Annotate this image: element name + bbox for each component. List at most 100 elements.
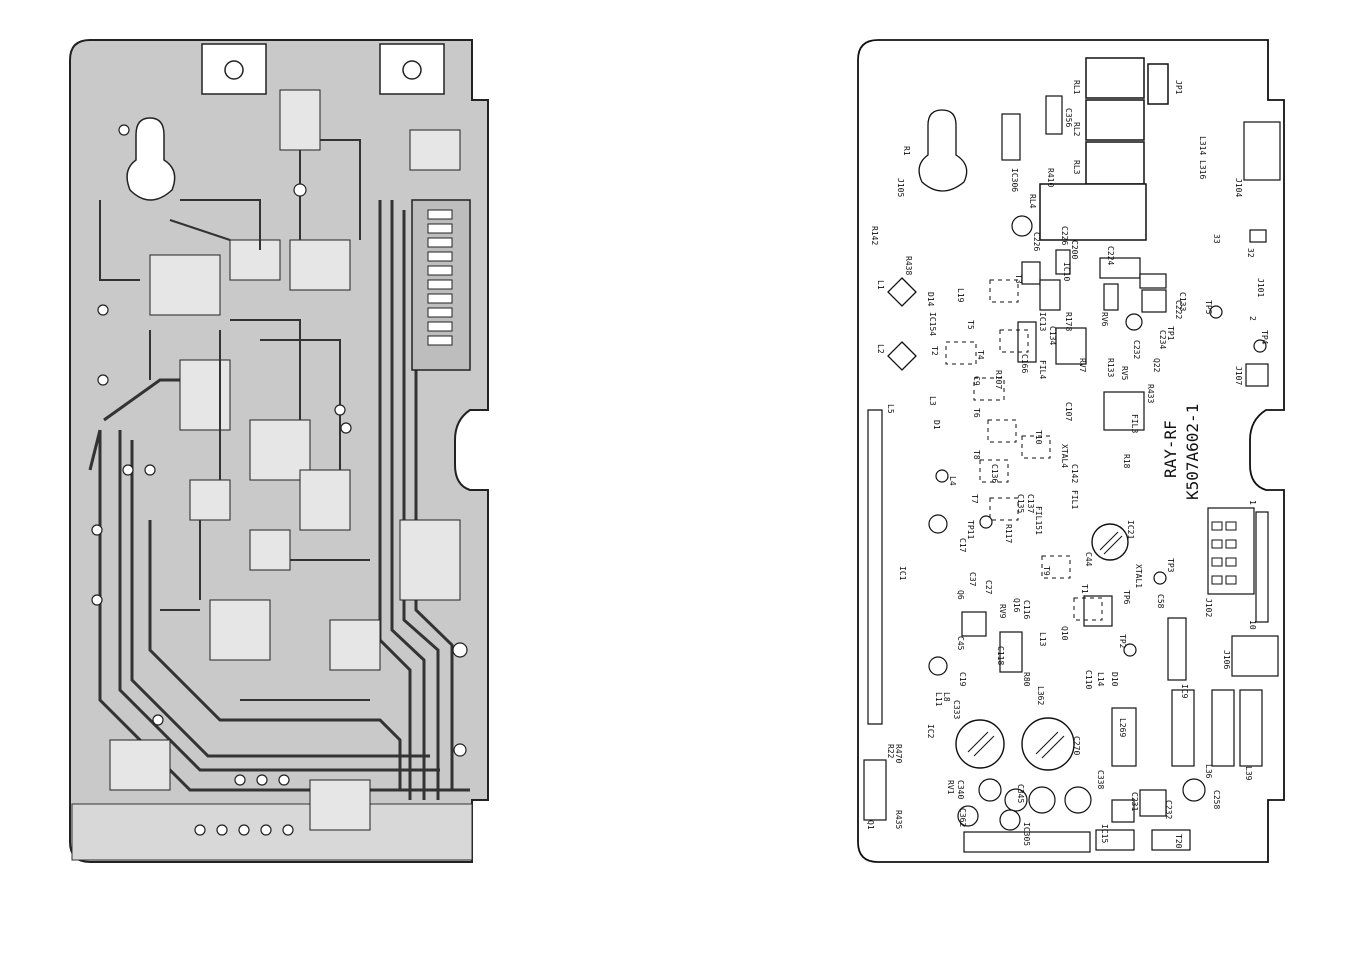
label-ic15: IC15: [1100, 824, 1109, 843]
label-ic1: IC1: [898, 566, 907, 581]
label-c19: C19: [958, 672, 967, 687]
label-r18: R18: [1122, 454, 1131, 469]
bottom-connector: [963, 831, 1091, 853]
label-c116: C116: [1022, 600, 1031, 619]
component-outlines: [863, 95, 1281, 851]
label-tp4: TP4: [1260, 330, 1269, 345]
label-xtal1: XTAL1: [1134, 564, 1143, 588]
label-ic2: IC2: [926, 724, 935, 739]
label-tp1: TP1: [1166, 326, 1175, 341]
label-r178: R178: [1064, 312, 1073, 331]
label-c345: C345: [1016, 784, 1025, 803]
board-title: RAY-RF: [1161, 420, 1180, 478]
label-c231: C231: [1130, 792, 1139, 811]
diamond-inductors: [887, 277, 917, 371]
label-rl4: RL4: [1028, 194, 1037, 209]
cap-hatch: [967, 531, 1123, 759]
label-c137: C137: [1026, 494, 1035, 513]
label-t9: T9: [1042, 566, 1051, 576]
label-c333: C333: [952, 700, 961, 719]
label-tp2: TP2: [1118, 634, 1127, 649]
label-c135: C135: [1016, 494, 1025, 513]
label-l14: L14: [1096, 672, 1105, 687]
label-t3: T3: [1014, 274, 1023, 284]
label-tp11: TP11: [966, 520, 975, 539]
label-xtal4: XTAL4: [1060, 444, 1069, 468]
label-r410: R410: [1046, 168, 1055, 187]
label-ic305: IC305: [1022, 822, 1031, 846]
label-c222: C222: [1174, 300, 1183, 319]
label-ic154: IC154: [928, 312, 937, 336]
label-j106: J106: [1222, 650, 1231, 669]
label-r133: R133: [1106, 358, 1115, 377]
label-l5: L5: [886, 404, 895, 414]
label-j105: J105: [896, 178, 905, 197]
label-c362: C362: [958, 808, 967, 827]
label-r1: R1: [902, 146, 911, 156]
ic-pad-areas: [109, 89, 461, 831]
label-ic10: IC10: [1062, 262, 1071, 281]
label-ic306: IC306: [1010, 168, 1019, 192]
label-q1: Q1: [866, 820, 875, 830]
label-c17: C17: [958, 538, 967, 553]
label-32: 32: [1246, 248, 1255, 258]
label-tp3: TP3: [1166, 558, 1175, 573]
silk-keyhole: [918, 109, 968, 192]
label-c226: C226: [1060, 226, 1069, 245]
label-ic9: IC9: [1180, 684, 1189, 699]
label-l13: L13: [1038, 632, 1047, 647]
keyhole-cutout: [126, 117, 176, 201]
label-r433: R433: [1146, 384, 1155, 403]
label-l362: L362: [1036, 686, 1045, 705]
mount-hole-right: [402, 60, 422, 80]
label-r22: R22: [886, 744, 895, 759]
label-l3: L3: [928, 396, 937, 406]
label-c232a: C232: [1132, 340, 1141, 359]
label-t5: T5: [966, 320, 975, 330]
label-l39: L39: [1244, 766, 1253, 781]
label-c142: C142: [1070, 464, 1079, 483]
small-capacitors: [928, 215, 1267, 831]
relays: [1039, 57, 1169, 241]
label-c338: C338: [1096, 770, 1105, 789]
label-r435: R435: [894, 810, 903, 829]
signal-traces: [99, 139, 370, 701]
component-side-view: R1 J105 R142 IC306 R410 C356 RL1 RL2 RL3…: [857, 39, 1285, 863]
label-j102: J102: [1204, 598, 1213, 617]
connector-pads: [427, 209, 453, 346]
label-c27: C27: [984, 580, 993, 595]
label-ic13: IC13: [1038, 312, 1047, 331]
label-t10: T10: [1034, 430, 1043, 445]
label-c118: C118: [996, 646, 1005, 665]
label-fil1: FIL1: [1070, 490, 1079, 509]
label-rl1: RL1: [1072, 80, 1081, 95]
label-r470: R470: [894, 744, 903, 763]
label-q10: Q10: [1060, 626, 1069, 641]
transformer-outlines: [945, 279, 1103, 621]
label-fil3: FIL3: [1130, 414, 1139, 433]
label-l36: L36: [1204, 764, 1213, 779]
label-c166: C166: [1020, 354, 1029, 373]
label-33: 33: [1212, 234, 1221, 244]
label-l4: L4: [948, 476, 957, 486]
label-q22: Q22: [1152, 358, 1161, 373]
label-l314: L314: [1198, 136, 1207, 155]
label-c110: C110: [1084, 670, 1093, 689]
label-r438: R438: [904, 256, 913, 275]
copper-side-view: [69, 39, 489, 863]
label-rv5: RV5: [1120, 366, 1129, 381]
label-c270: C270: [1072, 736, 1081, 755]
label-c133: C133: [1178, 292, 1187, 311]
label-j104: J104: [1234, 178, 1243, 197]
label-c107: C107: [1064, 402, 1073, 421]
label-t6: T6: [972, 408, 981, 418]
label-l11: L11: [934, 692, 943, 707]
label-l8: L8: [942, 692, 951, 702]
label-t20: T20: [1174, 834, 1183, 849]
label-r80: R80: [1022, 672, 1031, 687]
board-part-number: K507A602-1: [1183, 404, 1202, 500]
label-t1: T1: [1080, 584, 1089, 594]
label-c58: C58: [1156, 594, 1165, 609]
label-c134: C134: [1048, 326, 1057, 345]
